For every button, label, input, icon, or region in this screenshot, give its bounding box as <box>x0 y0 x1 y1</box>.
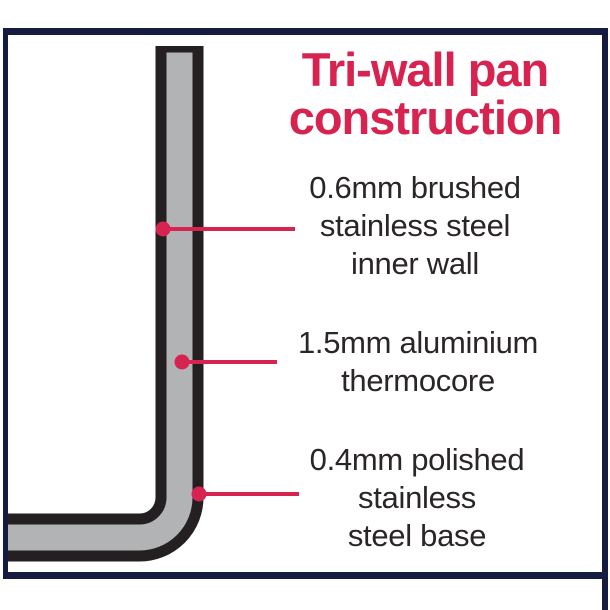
label-thermocore-line2: thermocore <box>341 363 495 398</box>
label-base-line3: steel base <box>347 518 487 553</box>
diagram-title-line2: construction <box>288 91 563 144</box>
label-thermocore: 1.5mm aluminium thermocore <box>268 324 568 400</box>
diagram-title-line1: Tri-wall pan <box>301 43 550 96</box>
frame-top-border <box>3 28 608 35</box>
pan-aluminium-core <box>8 52 193 551</box>
label-inner-wall-line2: stainless steel <box>319 208 511 243</box>
frame-bottom-border <box>3 572 608 579</box>
callout-dot-inner-wall <box>155 221 171 237</box>
label-inner-wall-line1: 0.6mm brushed <box>309 170 521 205</box>
frame-right-border <box>602 28 608 610</box>
label-inner-wall: 0.6mm brushed stainless steel inner wall <box>265 169 565 283</box>
label-base-line1: 0.4mm polished <box>309 442 525 477</box>
callout-dot-thermocore <box>174 354 190 370</box>
label-base-line2: stainless <box>358 480 476 515</box>
callout-dot-base <box>191 486 207 502</box>
diagram-title: Tri-wall pan construction <box>240 46 610 142</box>
pan-steel-shell <box>8 46 204 562</box>
label-inner-wall-line3: inner wall <box>351 246 479 281</box>
label-base: 0.4mm polished stainless steel base <box>267 441 567 555</box>
label-thermocore-line1: 1.5mm aluminium <box>297 325 539 360</box>
frame-left-border <box>3 28 8 579</box>
